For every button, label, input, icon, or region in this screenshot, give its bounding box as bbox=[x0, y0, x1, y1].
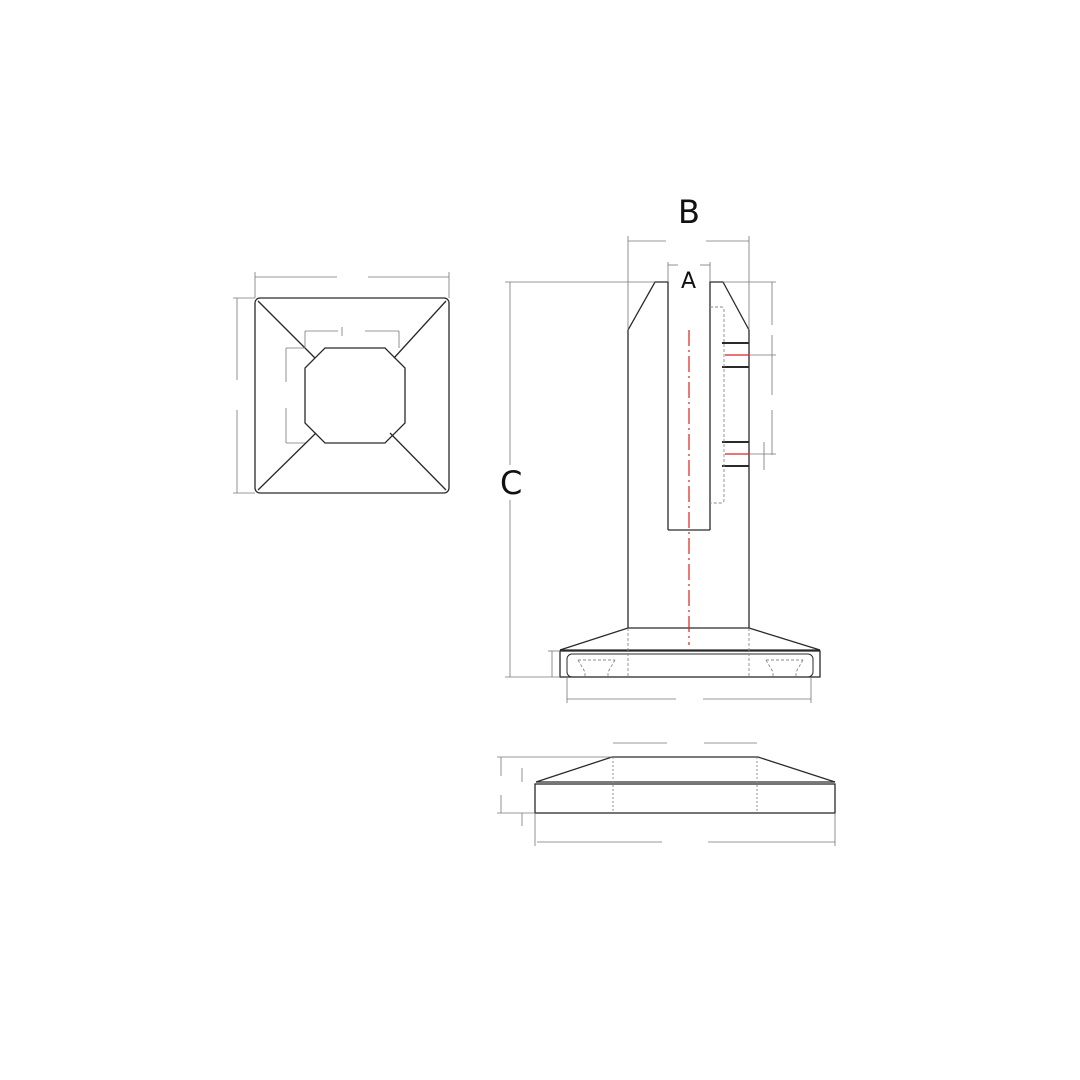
centerlines bbox=[688, 330, 749, 645]
top-view-dimensions bbox=[233, 272, 450, 494]
post-left bbox=[627, 281, 669, 628]
cover-plate-view bbox=[534, 756, 836, 814]
post-right bbox=[709, 281, 750, 628]
cover-plate-dimensions bbox=[497, 742, 836, 846]
front-view-dimensions bbox=[505, 236, 812, 703]
base-plate bbox=[559, 650, 821, 678]
cover-plate-hidden bbox=[612, 757, 758, 813]
base-plate-outline bbox=[254, 297, 450, 494]
cover-plate-body bbox=[534, 783, 836, 814]
front-view-hidden bbox=[577, 306, 804, 677]
dimension-label-b: B bbox=[678, 193, 700, 231]
dimension-label-a: A bbox=[681, 269, 697, 294]
dimension-label-c: C bbox=[500, 464, 523, 502]
front-view bbox=[559, 281, 821, 678]
top-view bbox=[254, 297, 450, 494]
octagon-post bbox=[304, 347, 406, 444]
